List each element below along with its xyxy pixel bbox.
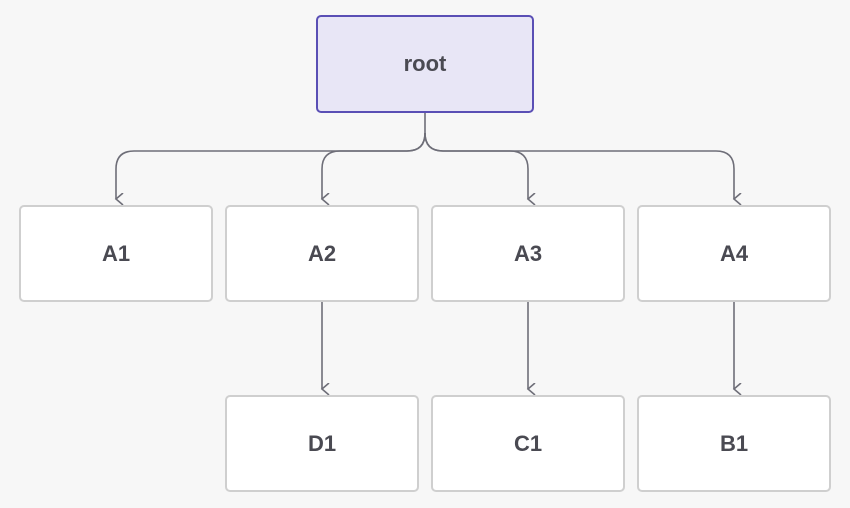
node-root: root (316, 15, 534, 113)
edge-root-a1 (116, 113, 426, 199)
edge-root-a2 (322, 132, 426, 199)
node-a1-label: A1 (101, 240, 131, 266)
node-a4: A4 (637, 205, 831, 302)
node-a3: A3 (431, 205, 625, 302)
node-a2-label: A2 (307, 240, 337, 266)
node-d1: D1 (225, 395, 419, 492)
node-root-label: root (403, 51, 447, 76)
node-a4-label: A4 (719, 240, 749, 266)
node-a3-label: A3 (513, 240, 543, 266)
edge-root-a3 (424, 132, 528, 199)
node-b1-label: B1 (719, 430, 749, 456)
edge-root-a4 (424, 132, 734, 199)
node-a2: A2 (225, 205, 419, 302)
node-b1: B1 (637, 395, 831, 492)
node-c1: C1 (431, 395, 625, 492)
node-a1: A1 (19, 205, 213, 302)
node-c1-label: C1 (513, 430, 543, 456)
node-d1-label: D1 (307, 430, 337, 456)
